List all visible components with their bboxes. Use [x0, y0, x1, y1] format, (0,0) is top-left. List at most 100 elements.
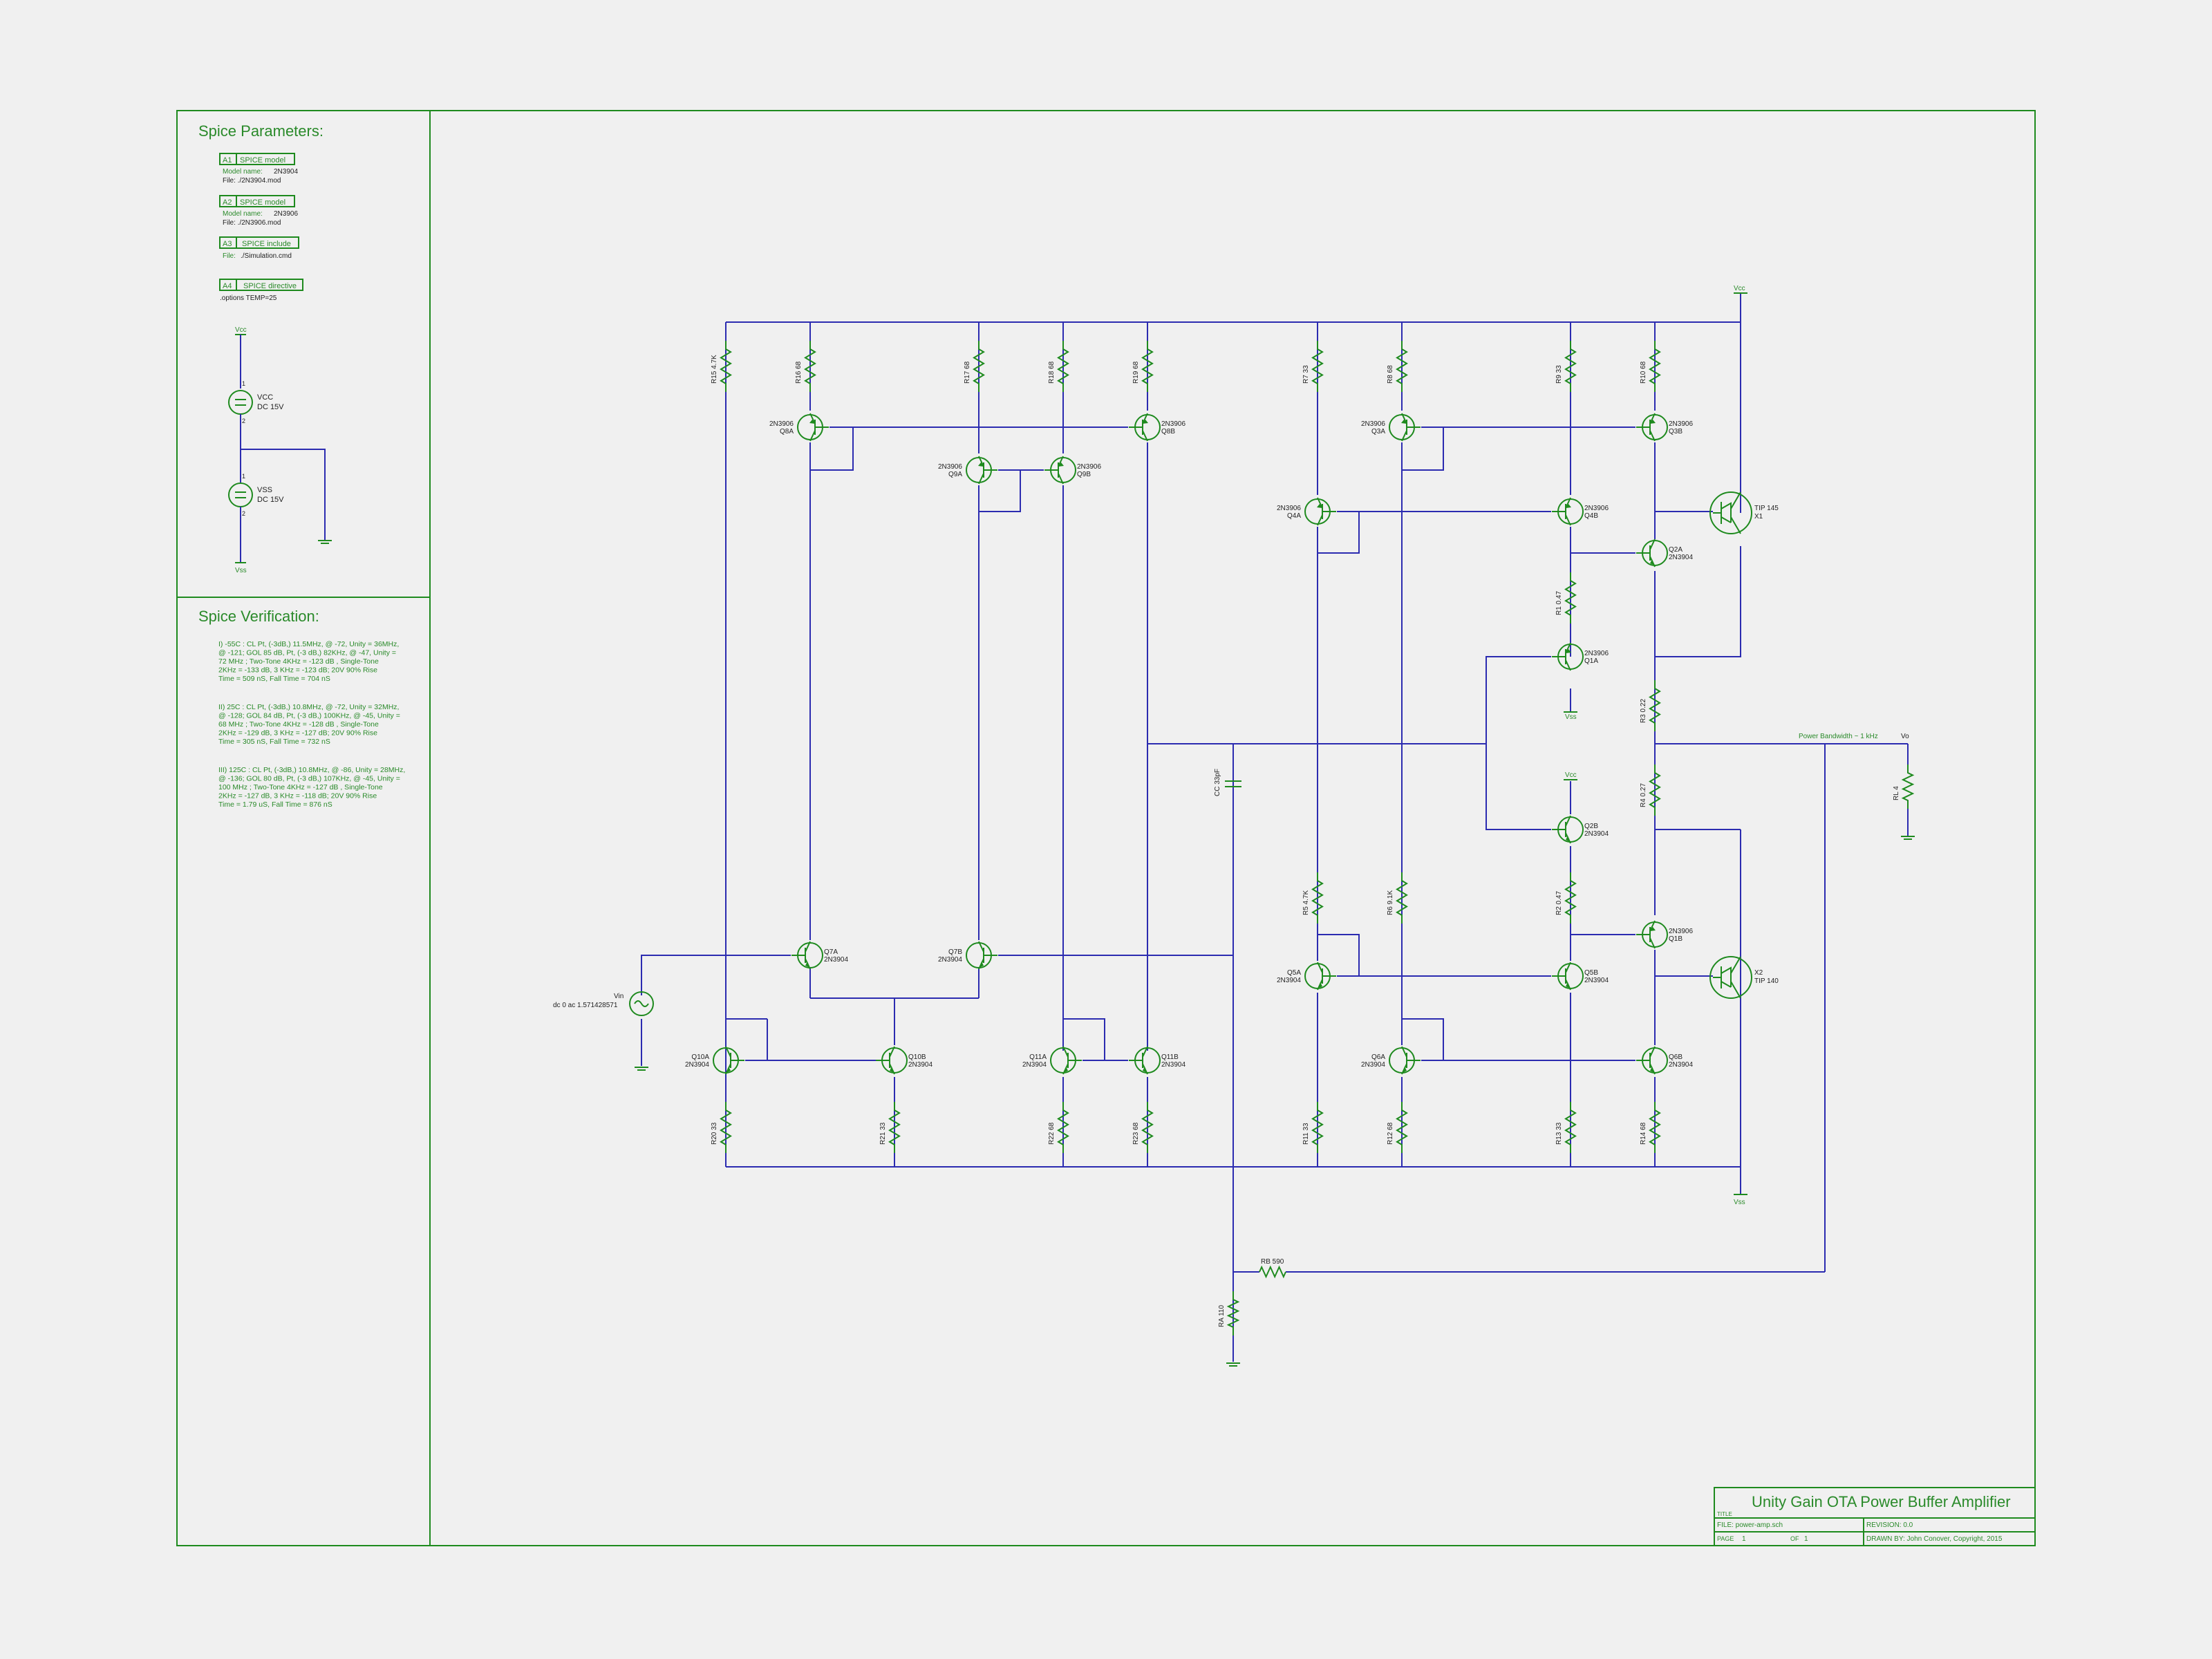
transistor-label-q9b-1: 2N3906: [1077, 463, 1101, 471]
svg-text:1: 1: [242, 380, 245, 387]
transistor-label-q4a-1: 2N3906: [1277, 505, 1301, 512]
svg-text:REVISION: 0.0: REVISION: 0.0: [1866, 1521, 1913, 1529]
resistor-r7: R7 33: [1302, 341, 1324, 392]
transistor-label-q6b-1: Q6B: [1669, 1053, 1683, 1061]
resistor-label-r22: R22 68: [1048, 1122, 1056, 1145]
resistor-label-r18: R18 68: [1048, 361, 1056, 384]
resistor-label-r5: R5 4.7K: [1302, 890, 1310, 915]
svg-text:CC 33pF: CC 33pF: [1214, 769, 1221, 796]
svg-text:Vcc: Vcc: [235, 326, 247, 334]
resistor-r3: R3 0.22: [1640, 680, 1661, 731]
svg-text:FILE: power-amp.sch: FILE: power-amp.sch: [1717, 1521, 1783, 1529]
transistor-label-q5b-1: Q5B: [1584, 969, 1598, 977]
resistor-r20: R20 33: [711, 1102, 732, 1153]
transistor-label-q3b-1: 2N3906: [1669, 420, 1693, 428]
transistor-label-q8b-2: Q8B: [1161, 428, 1175, 435]
q2b-vcc-label: Vcc: [1565, 771, 1577, 779]
svg-text:OF: OF: [1790, 1535, 1799, 1542]
svg-text:1: 1: [242, 473, 245, 480]
resistor-label-r21: R21 33: [879, 1122, 887, 1145]
spice-block-a4: A4 SPICE directive .options TEMP=25: [219, 279, 303, 302]
svg-text:Vin: Vin: [614, 993, 624, 1000]
transistor-label-q10b-2: 2N3904: [908, 1061, 932, 1069]
resistor-r22: R22 68: [1048, 1102, 1069, 1153]
transistor-label-q3b-2: Q3B: [1669, 428, 1683, 435]
resistor-label-r1: R1 0.47: [1555, 591, 1563, 615]
resistor-label-ra: RA 110: [1218, 1305, 1226, 1327]
resistor-r9: R9 33: [1555, 341, 1577, 392]
transistor-label-q4b-1: 2N3906: [1584, 505, 1609, 512]
svg-text:A1: A1: [223, 156, 232, 165]
transistor-label-q2a-2: 2N3904: [1669, 554, 1693, 561]
svg-text:TITLE: TITLE: [1717, 1511, 1732, 1517]
svg-text:1: 1: [1804, 1535, 1808, 1543]
transistor-label-q7a-1: Q7A: [824, 948, 838, 956]
transistors: 2N3906Q8A2N3906Q8B2N3906Q9A2N3906Q9B2N39…: [685, 413, 1779, 1075]
svg-text:.options TEMP=25: .options TEMP=25: [220, 294, 277, 302]
resistor-r13: R13 33: [1555, 1102, 1577, 1153]
spice-parameters-title: Spice Parameters:: [198, 122, 324, 140]
svg-text:DC 15V: DC 15V: [257, 496, 284, 504]
power-transistor-label-x2-2: TIP 140: [1754, 977, 1779, 985]
transistor-label-q1a-1: 2N3906: [1584, 650, 1609, 657]
output-vo-label: Vo: [1901, 733, 1909, 740]
schematic-wires: [635, 292, 1915, 1367]
transistor-label-q1b-1: 2N3906: [1669, 928, 1693, 935]
resistor-label-r8: R8 68: [1387, 365, 1394, 384]
resistor-label-r12: R12 68: [1387, 1122, 1394, 1145]
power-bandwidth-label: Power Bandwidth ~ 1 kHz: [1799, 733, 1878, 740]
transistor-label-q5a-1: Q5A: [1287, 969, 1301, 977]
resistor-label-r9: R9 33: [1555, 365, 1563, 384]
transistor-label-q6b-2: 2N3904: [1669, 1061, 1693, 1069]
spice-block-a2: A2 SPICE model Model name: 2N3906 File: …: [219, 195, 298, 227]
transistor-label-q8a-1: 2N3906: [769, 420, 794, 428]
svg-text:Model name:: Model name:: [223, 210, 263, 218]
sheet-border: [176, 110, 2036, 1546]
vcc-rail-label: Vcc: [1734, 285, 1745, 292]
transistor-label-q10a-2: 2N3904: [685, 1061, 709, 1069]
resistor-label-r17: R17 68: [964, 361, 971, 384]
svg-text:A3: A3: [223, 240, 232, 248]
svg-text:Model name:: Model name:: [223, 168, 263, 176]
resistor-label-r10: R10 68: [1640, 361, 1647, 384]
transistor-label-q10a-1: Q10A: [691, 1053, 709, 1061]
resistor-r5: R5 4.7K: [1302, 872, 1324, 924]
transistor-label-q1a-2: Q1A: [1584, 657, 1598, 665]
resistor-rl: RL 4: [1893, 765, 1915, 809]
spice-block-a1: A1 SPICE model Model name: 2N3904 File: …: [219, 153, 298, 185]
resistor-label-r7: R7 33: [1302, 365, 1310, 384]
svg-text:2N3904: 2N3904: [274, 168, 298, 176]
resistor-r11: R11 33: [1302, 1102, 1324, 1153]
svg-text:VSS: VSS: [257, 486, 272, 494]
vss-rail-label: Vss: [1734, 1199, 1745, 1206]
resistor-label-r6: R6 9.1K: [1387, 890, 1394, 915]
resistor-label-r14: R14 68: [1640, 1122, 1647, 1145]
transistor-label-q4a-2: Q4A: [1287, 512, 1301, 520]
resistor-label-r4: R4 0.27: [1640, 783, 1647, 807]
resistor-label-r15: R15 4.7K: [711, 355, 718, 384]
svg-text:2: 2: [242, 510, 245, 517]
transistor-label-q9a-1: 2N3906: [938, 463, 962, 471]
resistor-r8: R8 68: [1387, 341, 1408, 392]
transistor-label-q3a-2: Q3A: [1371, 428, 1385, 435]
power-transistor-label-x2-1: X2: [1754, 969, 1763, 977]
drawing-title: Unity Gain OTA Power Buffer Amplifier: [1752, 1493, 2011, 1510]
svg-text:SPICE model: SPICE model: [240, 198, 285, 207]
resistor-r10: R10 68: [1640, 341, 1661, 392]
transistor-label-q5b-2: 2N3904: [1584, 977, 1609, 984]
svg-text:2: 2: [242, 418, 245, 424]
svg-text:File: ./2N3904.mod: File: ./2N3904.mod: [223, 177, 281, 185]
